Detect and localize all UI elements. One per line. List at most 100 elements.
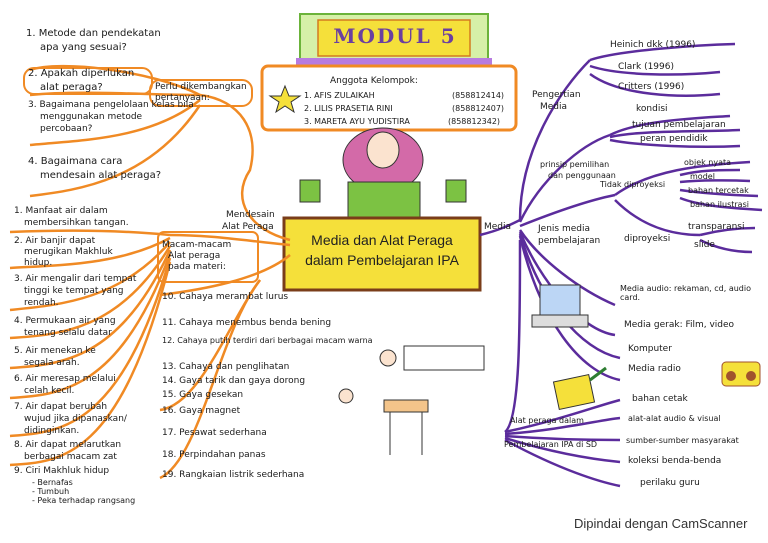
lm-2c: hidup. — [24, 258, 53, 268]
materi-item-10: 10. Cahaya merambat lurus — [162, 292, 289, 302]
lm-7b: wujud jika dipanaskan/ — [24, 414, 127, 424]
lt-item-3b: menggunakan metode — [40, 112, 143, 122]
tidak-item-2: model — [690, 172, 715, 181]
pengertian-item-2: Clark (1996) — [618, 62, 674, 72]
push-table-illustration — [338, 388, 429, 455]
lm-8a: 8. Air dapat melarutkan — [14, 440, 122, 450]
lm-1a: 1. Manfaat air dalam — [14, 206, 108, 216]
lamp-demo-illustration — [379, 345, 485, 371]
komputer: Komputer — [628, 344, 672, 354]
lm-1b: membersihkan tangan. — [24, 218, 129, 228]
materi-item-17: 17. Pesawat sederhana — [162, 428, 267, 438]
tidak-item-4: bahan ilustrasi — [690, 200, 749, 209]
radio-icon — [721, 361, 761, 387]
lm-6b: celah kecil. — [24, 386, 75, 396]
center-title-line-2: dalam Pembelajaran IPA — [305, 252, 459, 268]
alat-item-2: alat-alat audio & visual — [628, 414, 721, 423]
materi-item-15: 15. Gaya gesekan — [162, 390, 244, 400]
member-2-name: 2. LILIS PRASETIA RINI — [304, 104, 393, 113]
lt-item-1b: apa yang sesuai? — [40, 42, 127, 53]
lm-branch-label-2: Alat Peraga — [222, 222, 274, 232]
lt-item-2b: alat peraga? — [40, 82, 103, 93]
module-banner — [296, 13, 492, 68]
materi-item-14: 14. Gaya tarik dan gaya dorong — [162, 376, 306, 386]
pengertian-item-1: Heinich dkk (1996) — [610, 40, 696, 50]
lt-item-3c: percobaan? — [40, 124, 93, 134]
jenis-label-1: Jenis media — [538, 224, 590, 234]
member-1-name: 1. AFIS ZULAIKAH — [304, 91, 375, 100]
materi-heading-3: pada materi: — [168, 262, 226, 272]
materi-item-12: 12. Cahaya putih terdiri dari berbagai m… — [162, 336, 373, 345]
materi-item-16: 16. Gaya magnet — [162, 406, 241, 416]
lt-item-1a: 1. Metode dan pendekatan — [26, 28, 161, 39]
jenis-label-2: pembelajaran — [538, 236, 601, 246]
alat-item-1: bahan cetak — [632, 394, 688, 404]
pengertian-label-2: Media — [540, 102, 568, 112]
lm-8b: berbagai macam zat — [24, 452, 117, 462]
prinsip-item-3: peran pendidik — [640, 134, 708, 144]
prinsip-label-1: prinsip pemilihan — [540, 160, 610, 169]
alat-item-3: sumber-sumber masyarakat — [626, 436, 739, 445]
scanner-footer-text: Dipindai dengan CamScanner — [574, 516, 748, 531]
materi-heading-1: Macam-macam — [162, 240, 232, 250]
center-title-line-1: Media dan Alat Peraga — [311, 232, 453, 248]
materi-heading-2: Alat peraga — [168, 251, 221, 261]
media-audio: Media audio: rekaman, cd, audio card. — [620, 284, 751, 302]
right-branches — [479, 42, 763, 488]
lm-3a: 3. Air mengalir dari tempat — [14, 274, 137, 284]
left-top-branch-label-2: pertanyaan: — [155, 93, 210, 103]
alat-peraga-label-1: Alat peraga dalam — [510, 416, 584, 425]
diproyeksi-item-2: slide — [694, 240, 715, 250]
pengertian-label-1: Pengertian — [532, 90, 581, 100]
materi-item-18: 18. Perpindahan panas — [162, 450, 266, 460]
alat-item-4: koleksi benda-benda — [628, 456, 722, 466]
materi-item-13: 13. Cahaya dan penglihatan — [162, 362, 290, 372]
diproyeksi-label: diproyeksi — [624, 234, 671, 244]
lm-2a: 2. Air banjir dapat — [14, 236, 96, 246]
tidak-item-1: objek nyata — [684, 158, 732, 167]
lm-6a: 6. Air meresap melalui — [14, 374, 116, 384]
member-1-id: (858812414) — [452, 91, 505, 100]
document-pen-icon — [552, 366, 607, 411]
mindmap-canvas — [9, 13, 763, 488]
scanner-footer: Dipindai dengan CamScanner — [0, 516, 768, 543]
member-3-id: (858812342) — [448, 117, 501, 126]
media-radio: Media radio — [628, 364, 681, 374]
lm-5a: 5. Air menekan ke — [14, 346, 96, 356]
media-hub: Media — [484, 222, 512, 232]
computer-icon — [531, 284, 589, 328]
media-gerak: Media gerak: Film, video — [624, 320, 735, 330]
lm-7c: didinginkan. — [24, 426, 80, 436]
star-icon — [268, 84, 302, 114]
left-top-branch-label-1: Perlu dikembangkan — [155, 82, 247, 92]
lm-4a: 4. Permukaan air yang — [14, 316, 116, 326]
center-title-box — [282, 216, 482, 292]
lt-item-4a: 4. Bagaimana cara — [28, 156, 123, 167]
prinsip-label-2: dan penggunaan — [548, 171, 616, 180]
lm-9b: - Bernafas — [32, 478, 73, 487]
member-3-name: 3. MARETA AYU YUDISTIRA — [304, 117, 410, 126]
alat-item-5: perilaku guru — [640, 478, 700, 488]
lm-9d: - Peka terhadap rangsang — [32, 496, 136, 505]
lm-2b: merugikan Makhluk — [24, 247, 113, 257]
lt-item-2a: 2. Apakah diperlukan — [28, 68, 135, 79]
lm-9a: 9. Ciri Makhluk hidup — [14, 466, 110, 476]
left-boxes — [23, 67, 259, 283]
materi-item-11: 11. Cahaya menembus benda bening — [162, 318, 332, 328]
lm-9c: - Tumbuh — [32, 487, 70, 496]
lm-7a: 7. Air dapat berubah — [14, 402, 108, 412]
lm-5b: segala arah. — [24, 358, 80, 368]
lt-item-4b: mendesain alat peraga? — [40, 170, 162, 181]
center-title: Media dan Alat Peraga dalam Pembelajaran… — [286, 222, 478, 288]
tidak-diproyeksi-label: Tidak diproyeksi — [600, 180, 666, 189]
lm-4b: tenang selalu datar — [24, 328, 112, 338]
materi-item-19: 19. Rangkaian listrik sederhana — [162, 470, 305, 480]
module-title: MODUL 5 — [333, 24, 457, 48]
member-2-id: (858812407) — [452, 104, 505, 113]
lm-3c: rendah. — [24, 298, 59, 308]
teacher-illustration — [299, 127, 467, 221]
lt-item-3a: 3. Bagaimana pengelolaan kelas bila — [28, 100, 194, 110]
left-branches — [9, 64, 291, 480]
group-heading: Anggota Kelompok: — [330, 76, 418, 86]
pengertian-item-3: Critters (1996) — [618, 82, 685, 92]
